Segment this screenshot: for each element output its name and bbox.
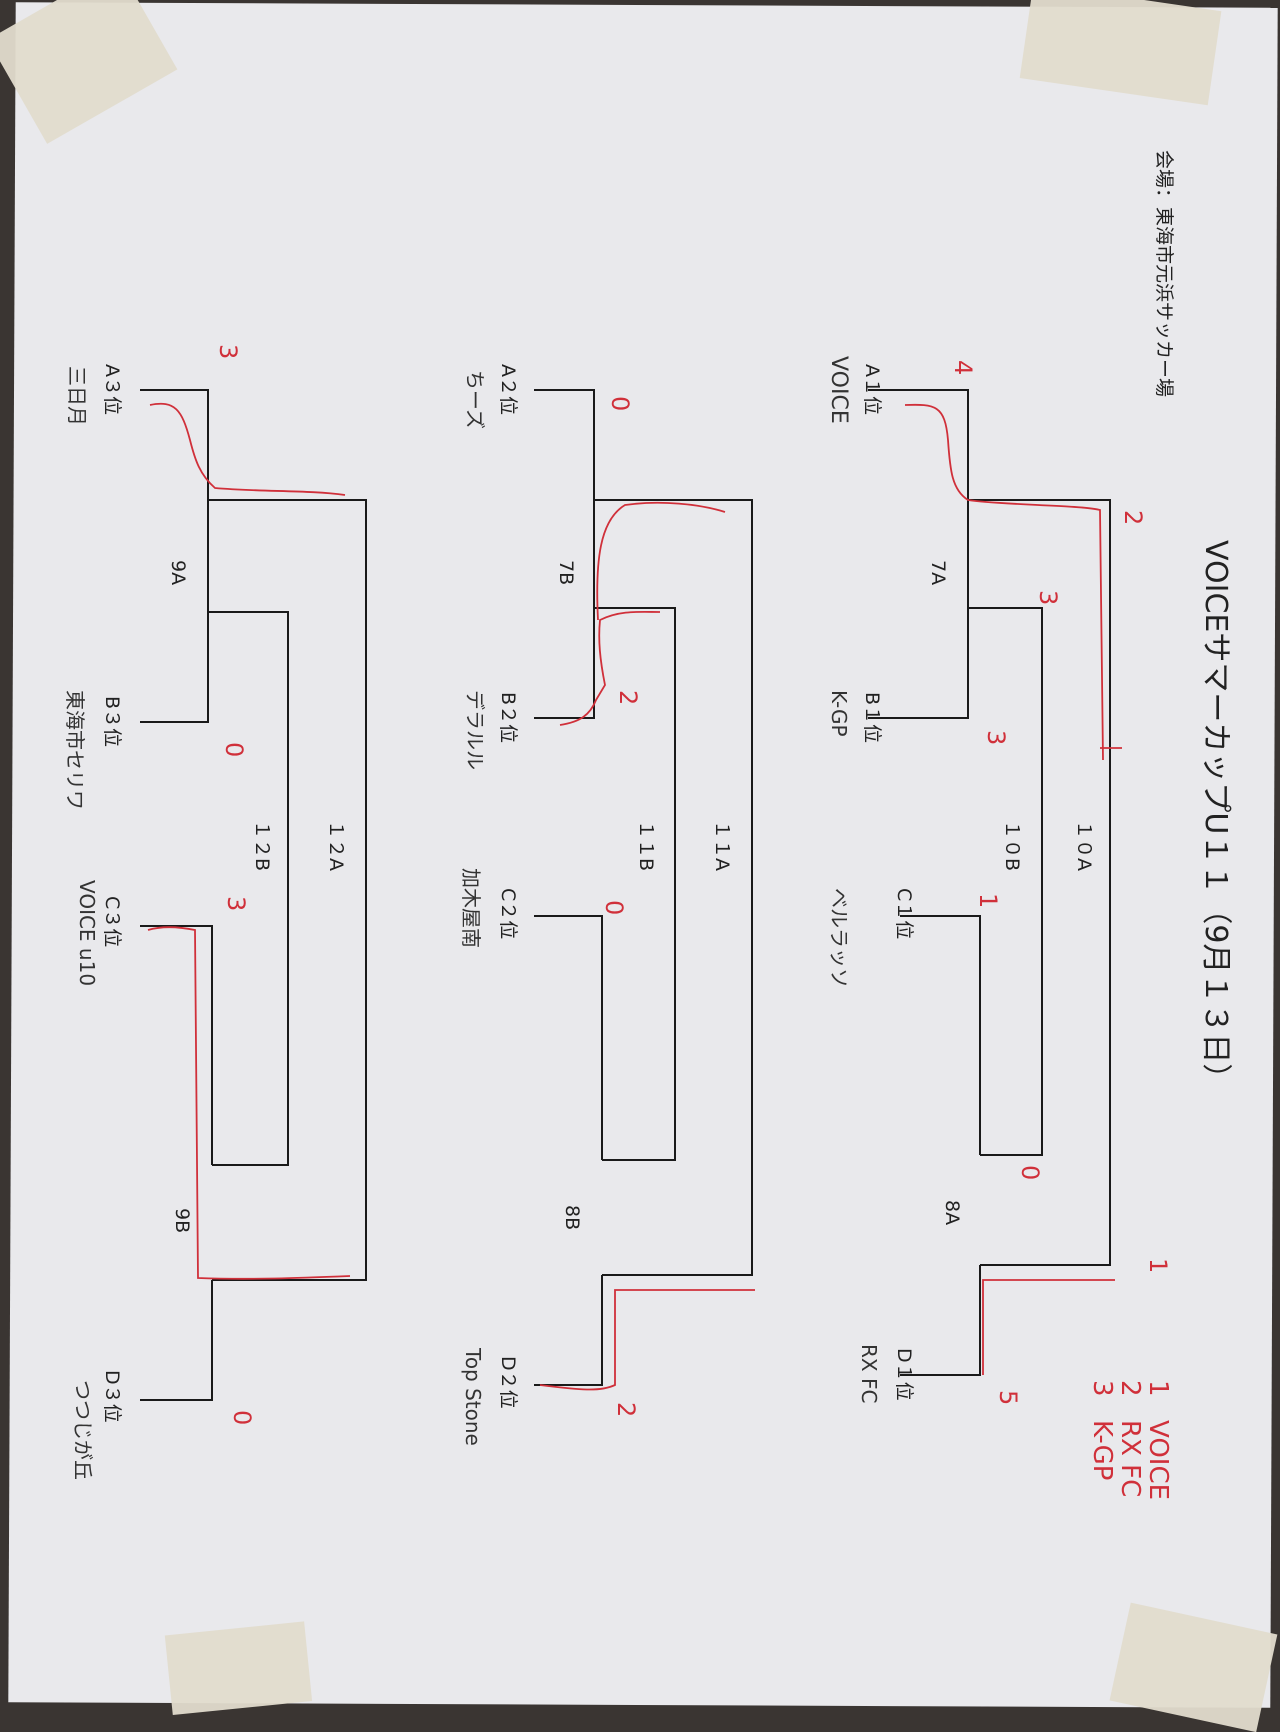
score-a3: 3 [214,344,242,359]
seed-a3: A３位 [101,364,123,415]
match-10a: １０A [1073,820,1095,871]
bracket-line-7a [967,499,1111,1266]
score-b1: 3 [982,730,1010,745]
score-a2: 0 [606,396,634,411]
seed-d2: D２位 [497,1356,519,1409]
score-c2: 0 [600,900,628,915]
score-d3: 0 [228,1410,256,1425]
bracket-line-10b [968,607,1043,1156]
score-10b-bottom: 0 [1016,1165,1044,1180]
match-12b: １２B [251,820,273,871]
score-d2: 2 [612,1402,640,1417]
match-10b: １０B [1001,820,1023,871]
score-b3: 0 [220,742,248,757]
venue-label: 会場：東海市元浜サッカー場 [1153,150,1175,397]
match-9b: 9B [171,1208,193,1233]
bracket-line-11b [594,607,676,1161]
bracket-line-c1 [900,915,981,1155]
score-10a-bottom: 1 [1144,1258,1172,1273]
bracket-line-d1 [900,1265,981,1376]
team-b1: K-GP [827,690,851,737]
result-line-a3 [149,402,346,496]
team-c3: VOICE u10 [75,880,99,986]
match-8a: 8A [941,1200,963,1225]
team-d1: RX FC [857,1344,881,1403]
team-b2: デラルル [463,690,487,770]
seed-d3: D３位 [101,1370,123,1423]
seed-a2: A２位 [497,364,519,415]
match-12a: １２A [325,820,347,871]
rank-1-team: VOICE [1143,1420,1173,1500]
team-a2: ちーズ [463,370,487,429]
team-a1: VOICE [826,356,851,424]
team-c1: ベルラッソ [827,888,851,988]
bracket-line-12b [208,611,289,1166]
score-10b-top: 3 [1034,590,1062,605]
match-11a: １１A [711,820,733,871]
bracket-line-b2 [534,608,595,719]
team-d3: つつじが丘 [71,1380,95,1480]
result-line-d1 [982,1279,1115,1375]
seed-b3: B３位 [101,696,123,747]
rank-3-pos: 3 [1087,1380,1117,1397]
seed-c3: C３位 [101,896,123,947]
bracket-line-a1 [868,389,969,500]
seed-b2: B２位 [497,692,519,743]
seed-a1: A１位 [861,364,883,415]
seed-c2: C２位 [497,888,519,939]
seed-c1: C１位 [893,888,915,939]
bracket-line-d3 [140,1280,213,1401]
result-line-7b [596,501,726,621]
score-10a-top: 2 [1119,510,1147,525]
score-a1: 4 [949,360,977,375]
rank-1-pos: 1 [1143,1380,1173,1397]
page-title: VOICEサマーカップU１１（9月１３日） [1198,540,1233,1093]
match-7a: 7A [927,560,949,585]
rank-2-pos: 2 [1115,1380,1145,1397]
bracket-line-a2 [534,389,595,500]
bracket-line-7b [593,499,753,1276]
score-b2: 2 [614,690,642,705]
result-line-b2 [559,610,661,726]
score-d1: 5 [994,1390,1022,1405]
bracket-line-b3 [140,612,209,723]
match-9a: 9A [167,560,189,585]
score-c1: 1 [974,893,1002,908]
bracket-line-c3 [140,925,213,1165]
match-11b: １１B [635,820,657,871]
rank-2-team: RX FC [1115,1420,1145,1497]
bracket-line-c2 [534,915,603,1160]
bracket-line-d2 [534,1275,603,1386]
seed-b1: B１位 [861,692,883,743]
result-line-d2 [539,1289,755,1391]
bracket-line-a3 [140,389,209,500]
rank-3-team: K-GP [1087,1420,1117,1480]
result-line-a1 [904,403,1104,761]
seed-d1: D１位 [893,1348,915,1401]
result-line-c3 [147,926,351,1280]
team-c2: 加木屋南 [459,868,483,948]
final-ranking: 1 VOICE 2 RX FC 3 K-GP [1087,1380,1173,1500]
team-a3: 三日月 [65,366,89,426]
score-c3: 3 [222,896,250,911]
match-7b: 7B [555,560,577,585]
match-8b: 8B [561,1205,583,1230]
team-b3: 東海市セリワ [63,690,87,810]
team-d2: Top Stone [461,1347,485,1446]
